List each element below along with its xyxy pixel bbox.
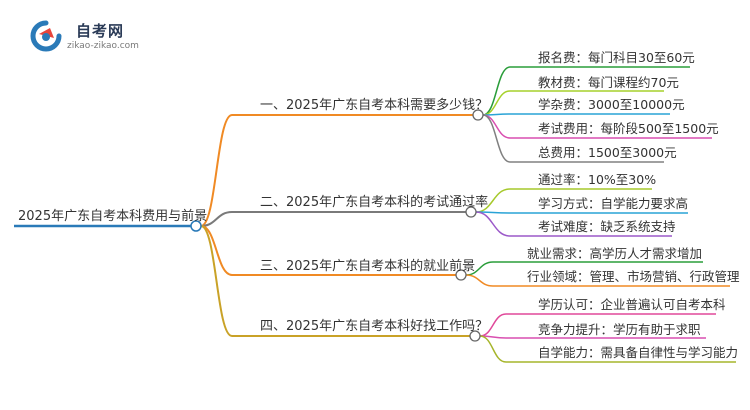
branch-3-label: 三、2025年广东自考本科的就业前景 — [260, 259, 476, 274]
branch-4-node-circle — [469, 330, 481, 342]
leaf-3-2-label: 行业领域：管理、市场营销、行政管理 — [527, 269, 740, 284]
branch-1-connector — [200, 114, 233, 227]
leaf-1-3-label: 学杂费：3000至10000元 — [538, 97, 685, 112]
leaf-2-3-label: 考试难度：缺乏系统支持 — [538, 219, 676, 234]
leaf-2-1-label: 通过率：10%至30% — [538, 172, 657, 187]
leaf-3-2-connector — [465, 274, 494, 287]
branch-2-node-circle — [465, 206, 477, 218]
leaf-1-4-connector — [482, 114, 511, 139]
branch-2-connector — [200, 211, 233, 227]
root-node-label: 2025年广东自考本科费用与前景 — [18, 209, 208, 224]
branch-1-node-circle — [472, 109, 484, 121]
root-node-circle — [190, 220, 202, 232]
branch-4-label: 四、2025年广东自考本科好找工作吗？ — [260, 319, 489, 334]
leaf-1-4-label: 考试费用：每阶段500至1500元 — [538, 121, 719, 136]
logo-title: 自考网 — [76, 22, 125, 40]
branch-2-label: 二、2025年广东自考本科的考试通过率 — [260, 195, 489, 210]
logo-subtitle: zikao-zikao.com — [67, 41, 139, 51]
leaf-3-1-label: 就业需求：高学历人才需求增加 — [527, 246, 703, 261]
branch-4-connector — [200, 225, 233, 337]
leaf-4-1-label: 学历认可：企业普遍认可自考本科 — [538, 297, 726, 312]
branch-1-label: 一、2025年广东自考本科需要多少钱？ — [260, 98, 489, 113]
leaf-1-1-label: 报名费：每门科目30至60元 — [538, 50, 695, 65]
leaf-4-2-label: 竞争力提升：学历有助于求职 — [538, 322, 701, 337]
branch-3-connector — [200, 225, 233, 276]
leaf-1-5-connector — [482, 114, 511, 163]
leaf-1-5-label: 总费用：1500至3000元 — [538, 145, 677, 160]
leaf-1-2-label: 教材费：每门课程约70元 — [538, 75, 679, 90]
leaf-2-3-connector — [475, 211, 511, 237]
branch-3-node-circle — [455, 269, 467, 281]
logo-icon — [30, 20, 62, 52]
leaf-2-2-label: 学习方式：自学能力要求高 — [538, 196, 689, 211]
leaf-4-3-label: 自学能力：需具备自律性与学习能力 — [538, 345, 739, 360]
leaf-4-3-connector — [479, 335, 507, 363]
